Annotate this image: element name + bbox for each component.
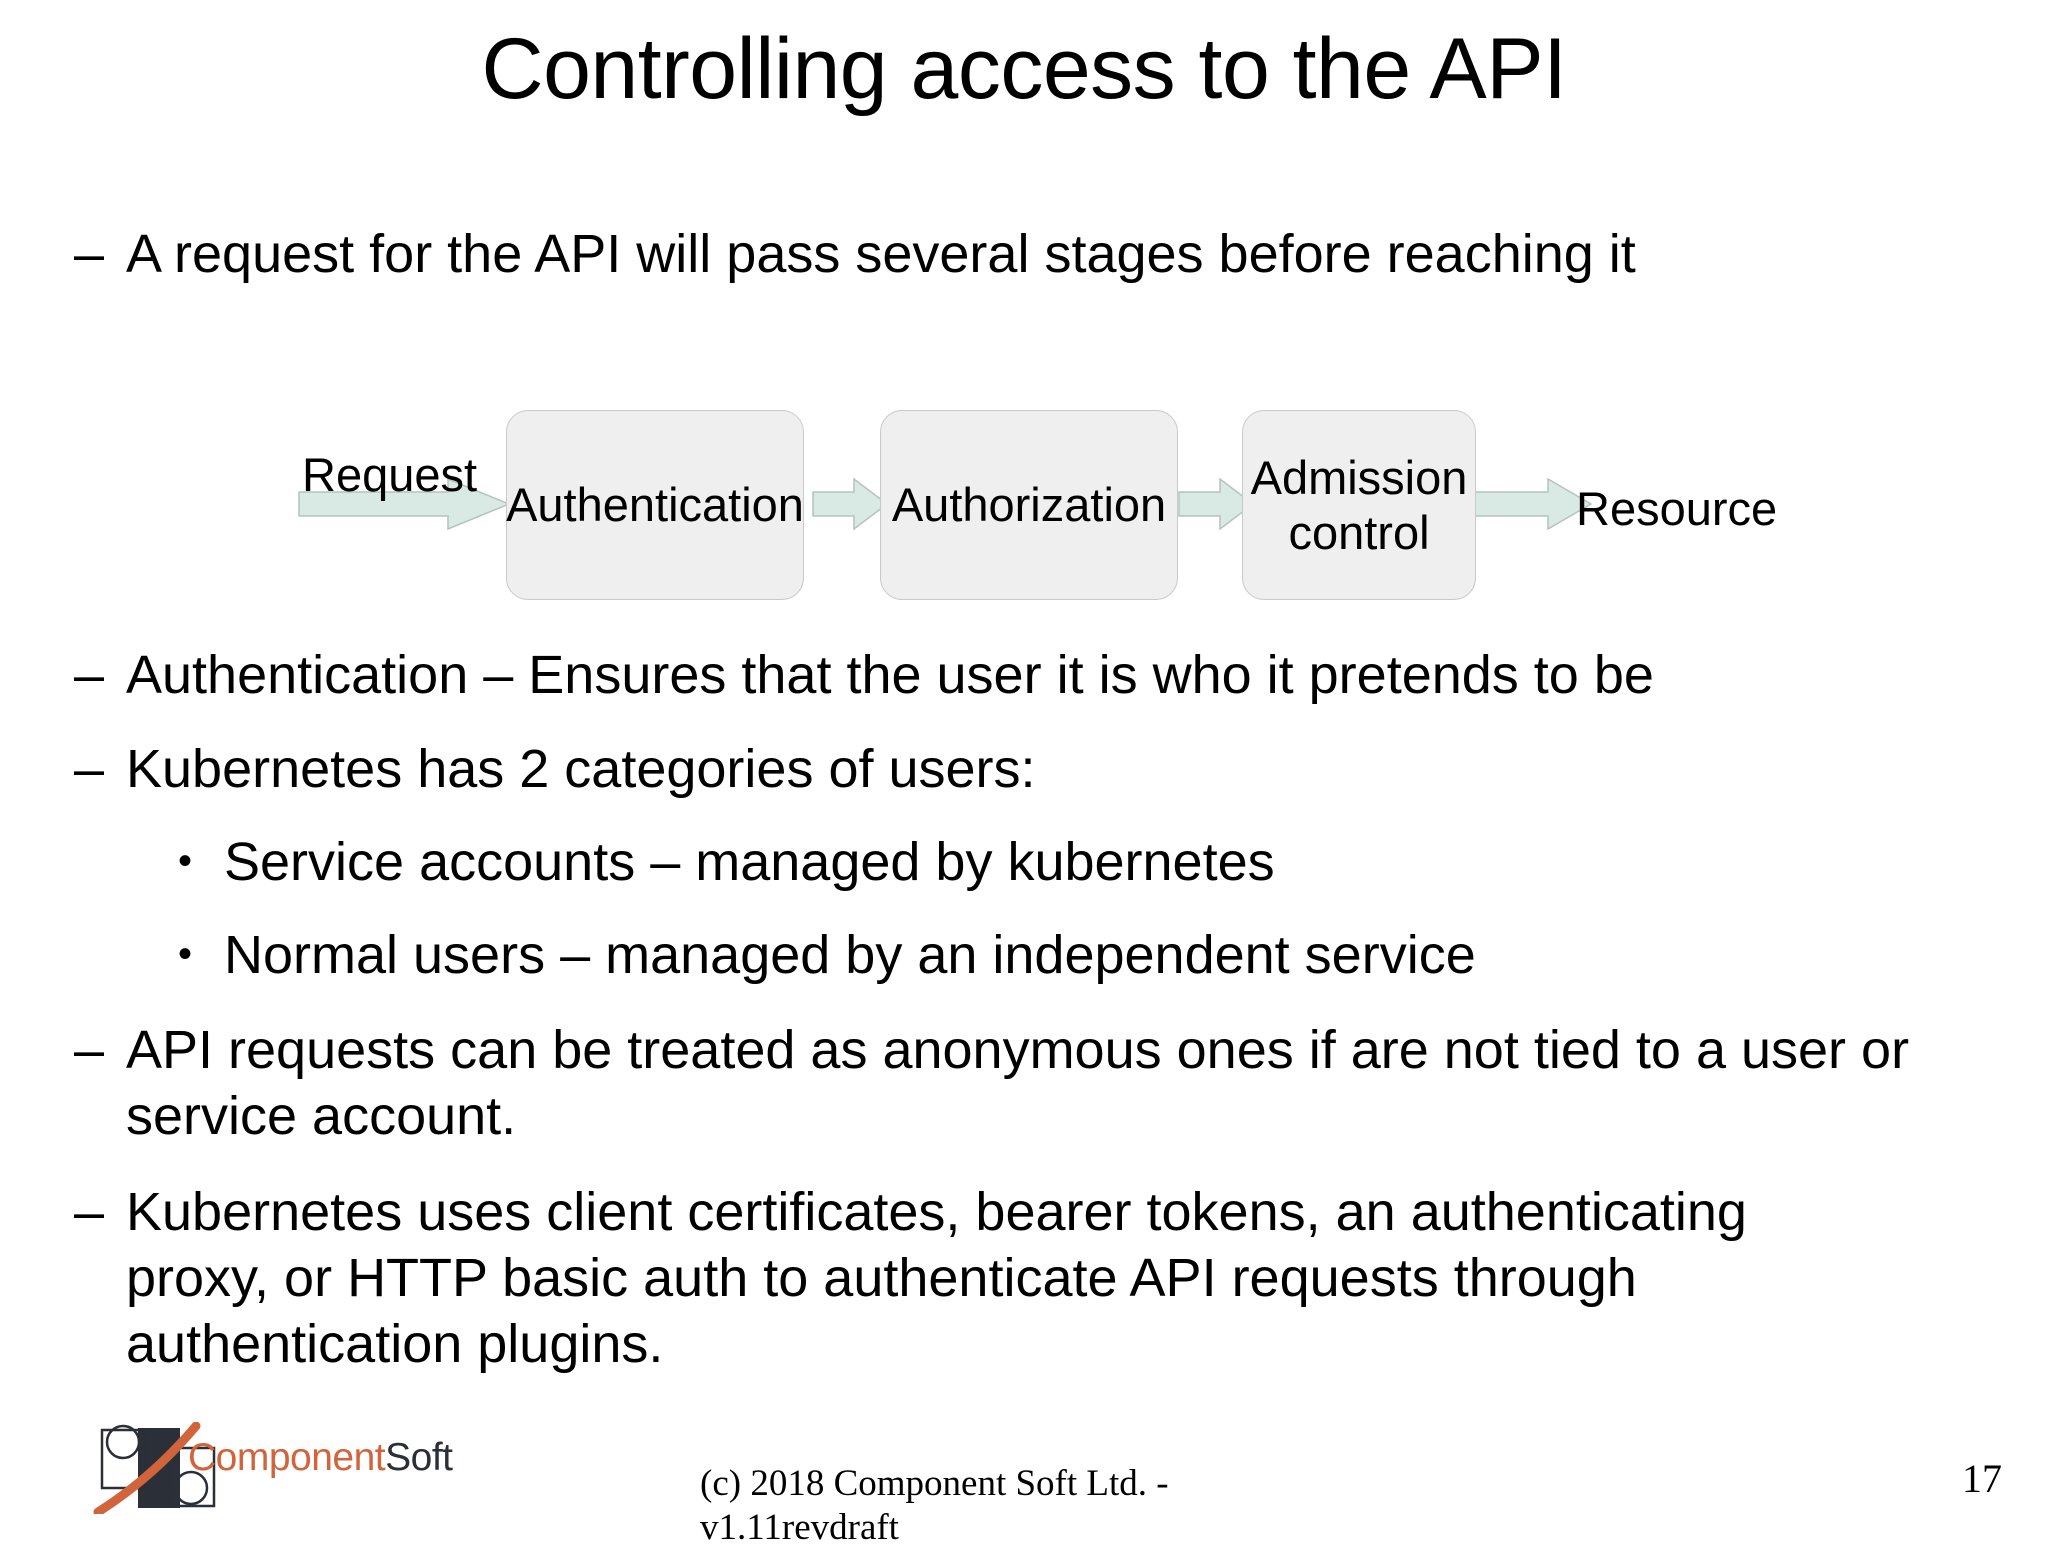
arrow-request-to-authentication (298, 477, 511, 531)
footer-copyright: (c) 2018 Component Soft Ltd. - v1.11revd… (700, 1463, 1169, 1548)
bullet-service-accounts: • Service accounts – managed by kubernet… (178, 830, 1978, 896)
stage-box-authorization-label: Authorization (891, 478, 1167, 532)
dash-marker: – (74, 1020, 105, 1080)
arrow-admission-control-to-resource (1466, 477, 1593, 531)
bullet-categories: – Kubernetes has 2 categories of users: (74, 737, 2004, 803)
dash-marker: – (74, 224, 105, 284)
bullet-auth-methods: – Kubernetes uses client certificates, b… (74, 1180, 1854, 1378)
bullet-intro: – A request for the API will pass severa… (74, 222, 1974, 288)
dash-marker: – (74, 645, 105, 705)
bullet-auth-methods-text: Kubernetes uses client certificates, bea… (126, 1182, 1747, 1374)
arrow-authorization-to-admission-control (1178, 477, 1255, 531)
stage-box-admission-control: Admission control (1242, 410, 1476, 600)
stage-box-admission-control-label: Admission control (1250, 450, 1468, 559)
logo-component-text: Component (188, 1436, 386, 1479)
dot-marker: • (178, 839, 193, 883)
stage-box-authentication-label: Authentication (506, 478, 804, 532)
page-number: 17 (1962, 1456, 2002, 1501)
dash-marker: – (74, 1182, 105, 1242)
bullet-normal-users: • Normal users – managed by an independe… (178, 923, 1978, 989)
dot-marker: • (178, 932, 193, 976)
bullet-authentication: – Authentication – Ensures that the user… (74, 643, 2004, 709)
dash-marker: – (74, 739, 105, 799)
bullet-anonymous-text: API requests can be treated as anonymous… (126, 1020, 1910, 1146)
bullet-anonymous: – API requests can be treated as anonymo… (74, 1018, 1934, 1150)
diagram-resource-label: Resource (1576, 482, 1778, 535)
bullet-categories-text: Kubernetes has 2 categories of users: (126, 739, 1036, 799)
bullet-service-accounts-text: Service accounts – managed by kubernetes (224, 832, 1275, 892)
bullet-normal-users-text: Normal users – managed by an independent… (224, 925, 1476, 985)
logo-wordmark: ComponentSoft (188, 1436, 453, 1480)
bullet-intro-text: A request for the API will pass several … (126, 224, 1636, 284)
logo-soft-text: Soft (385, 1436, 453, 1479)
arrow-authentication-to-authorization (812, 477, 889, 531)
stage-box-authentication: Authentication (506, 410, 804, 600)
stage-box-authorization: Authorization (880, 410, 1178, 600)
component-soft-logo (92, 1421, 452, 1517)
page-title: Controlling access to the API (481, 21, 1567, 117)
bullet-authentication-text: Authentication – Ensures that the user i… (126, 645, 1654, 705)
diagram-request-label: Request (302, 448, 478, 501)
